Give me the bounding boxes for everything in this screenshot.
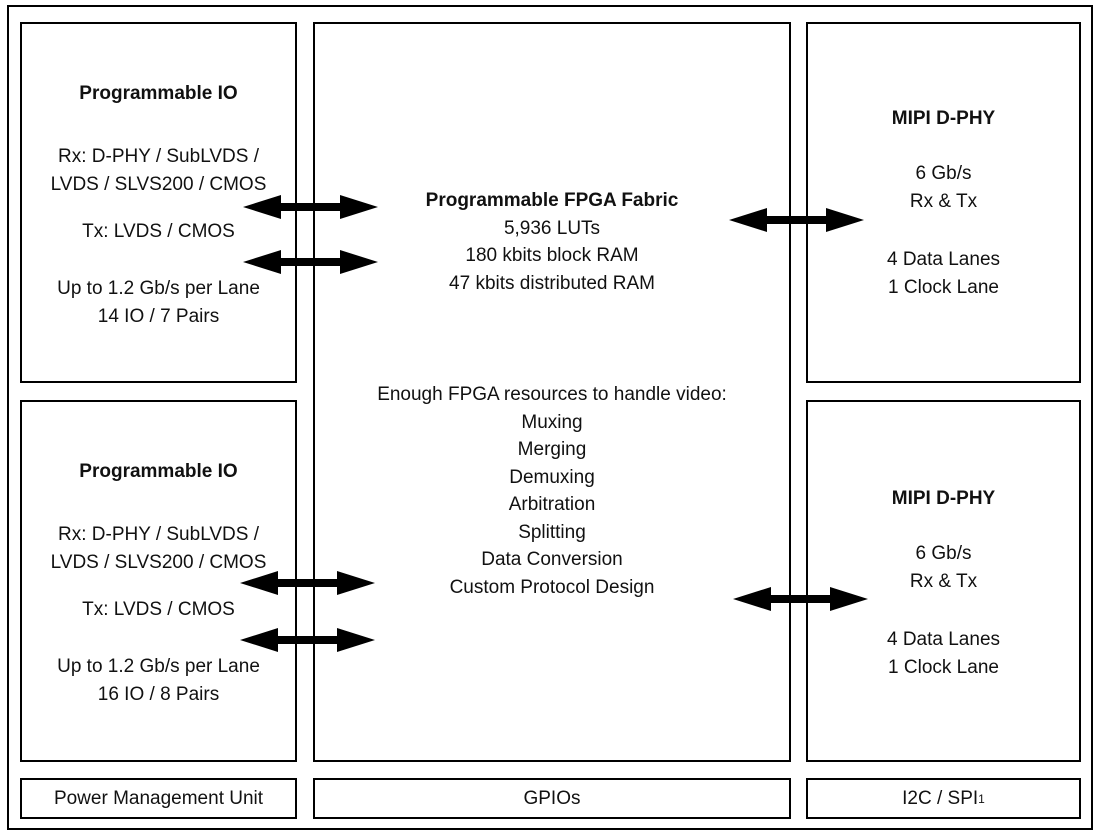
io-bottom-count-line: 16 IO / 8 Pairs — [97, 683, 220, 705]
resource-item-demuxing: Demuxing — [509, 466, 595, 488]
power-management-unit-label: Power Management Unit — [53, 787, 264, 809]
fabric-block-ram-line: 180 kbits block RAM — [465, 245, 639, 266]
bidirectional-arrow-icon — [240, 571, 375, 595]
bidirectional-arrow-icon — [729, 208, 864, 232]
io-bottom-rx-line1: Rx: D-PHY / SubLVDS / — [58, 524, 259, 545]
programmable-io-top-title: Programmable IO — [79, 83, 238, 104]
mipi-dphy-bottom-box: MIPI D-PHY 6 Gb/s Rx & Tx 4 Data Lanes 1… — [806, 400, 1081, 762]
bidirectional-arrow-icon — [243, 250, 378, 274]
power-management-unit-bar: Power Management Unit — [20, 778, 297, 819]
mipi-bottom-data-lanes-line: 4 Data Lanes — [886, 629, 1001, 650]
resource-item-merging: Merging — [517, 439, 587, 460]
mipi-top-rate-line: 6 Gb/s — [915, 163, 972, 184]
mipi-top-data-lanes-line: 4 Data Lanes — [886, 249, 1001, 270]
programmable-io-top-box: Programmable IO Rx: D-PHY / SubLVDS / LV… — [20, 22, 297, 383]
fabric-dist-ram-line: 47 kbits distributed RAM — [449, 272, 655, 294]
io-bottom-rx-line2: LVDS / SLVS200 / CMOS — [50, 551, 267, 573]
mipi-bottom-rxtx-line: Rx & Tx — [909, 570, 978, 592]
fabric-luts-line: 5,936 LUTs — [503, 217, 601, 239]
io-top-count-line: 14 IO / 7 Pairs — [97, 305, 220, 327]
gpios-bar: GPIOs — [313, 778, 791, 819]
io-top-rx-line1: Rx: D-PHY / SubLVDS / — [58, 146, 259, 167]
io-top-tx-line: Tx: LVDS / CMOS — [82, 221, 235, 242]
mipi-bottom-rate-line: 6 Gb/s — [915, 543, 972, 564]
resource-item-custom-protocol: Custom Protocol Design — [449, 576, 655, 598]
io-top-rx-line2: LVDS / SLVS200 / CMOS — [50, 173, 267, 195]
mipi-dphy-top-box: MIPI D-PHY 6 Gb/s Rx & Tx 4 Data Lanes 1… — [806, 22, 1081, 383]
bidirectional-arrow-icon — [240, 628, 375, 652]
io-top-speed-line: Up to 1.2 Gb/s per Lane — [57, 278, 260, 299]
resource-item-splitting: Splitting — [518, 521, 586, 543]
gpios-label: GPIOs — [523, 787, 581, 809]
resource-item-data-conversion: Data Conversion — [481, 549, 623, 570]
programmable-io-bottom-title: Programmable IO — [79, 461, 238, 482]
fpga-fabric-box: Programmable FPGA Fabric 5,936 LUTs 180 … — [313, 22, 791, 762]
i2c-spi-label: I2C / SPI — [902, 787, 979, 809]
io-bottom-tx-line: Tx: LVDS / CMOS — [82, 599, 235, 620]
outer-frame — [7, 5, 1093, 830]
io-bottom-speed-line: Up to 1.2 Gb/s per Lane — [57, 656, 260, 677]
mipi-top-clock-lane-line: 1 Clock Lane — [888, 276, 999, 298]
mipi-top-rxtx-line: Rx & Tx — [909, 190, 978, 212]
bidirectional-arrow-icon — [733, 587, 868, 611]
mipi-top-title: MIPI D-PHY — [891, 108, 996, 129]
resource-item-muxing: Muxing — [521, 411, 583, 433]
bidirectional-arrow-icon — [243, 195, 378, 219]
resource-item-arbitration: Arbitration — [508, 494, 596, 515]
mipi-bottom-title: MIPI D-PHY — [891, 488, 996, 509]
mipi-bottom-clock-lane-line: 1 Clock Lane — [888, 656, 999, 678]
resources-heading: Enough FPGA resources to handle video: — [377, 384, 727, 405]
fpga-fabric-title: Programmable FPGA Fabric — [425, 190, 679, 211]
